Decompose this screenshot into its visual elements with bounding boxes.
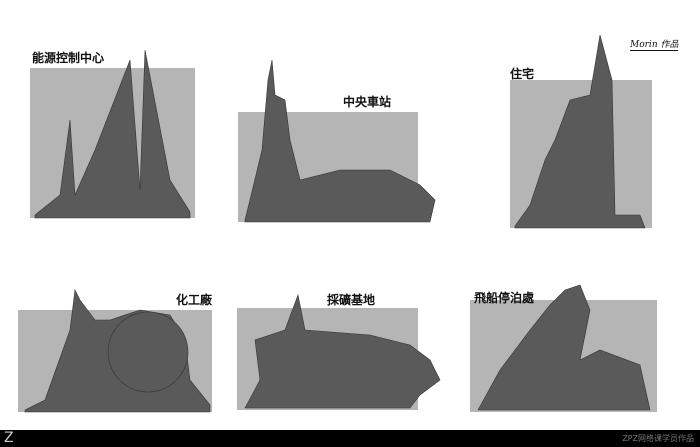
footer-bar: Z ZPZ网络课学员作品 bbox=[0, 430, 700, 447]
mining-building bbox=[244, 293, 441, 409]
label-station: 中央車站 bbox=[343, 95, 392, 109]
dock-building bbox=[477, 284, 651, 411]
label-residence: 住宅 bbox=[510, 67, 535, 81]
label-energy: 能源控制中心 bbox=[32, 51, 105, 65]
station-building bbox=[244, 59, 436, 223]
label-chemical: 化工廠 bbox=[176, 293, 213, 307]
energy-building bbox=[34, 49, 191, 219]
footer-credit: ZPZ网络课学员作品 bbox=[622, 434, 694, 443]
label-dock: 飛船停泊處 bbox=[474, 291, 535, 305]
chemical-sphere bbox=[107, 311, 189, 393]
label-mining: 採礦基地 bbox=[327, 293, 376, 307]
artist-signature: Morin 作品 bbox=[630, 37, 679, 51]
residence-building bbox=[514, 34, 646, 229]
logo: Z bbox=[4, 430, 14, 446]
